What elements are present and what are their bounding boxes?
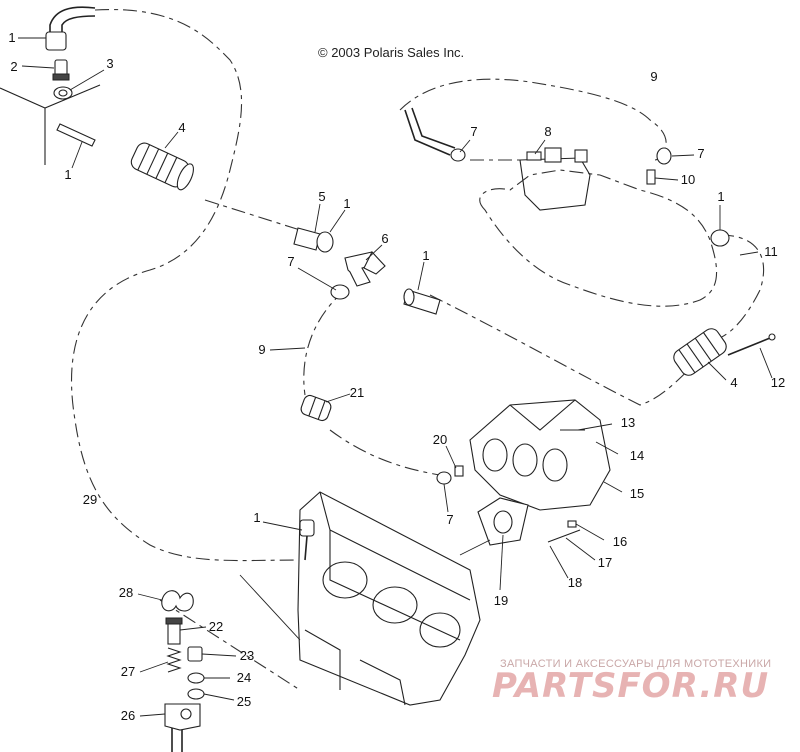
clamp-1-right [710, 229, 730, 247]
leader-lines [18, 37, 773, 717]
fitting-10 [646, 169, 656, 185]
callout-17: 17 [597, 555, 613, 570]
washer-24 [187, 672, 205, 684]
callout-27: 27 [120, 664, 136, 679]
hose-route-upper [204, 199, 301, 231]
engine-block [297, 491, 481, 706]
washer-3 [53, 86, 73, 100]
hose-5 [293, 227, 321, 251]
hose-route-9-left [303, 289, 346, 396]
washer-25 [187, 688, 205, 700]
hose-clamp-1-block [299, 519, 315, 537]
callout-1-a: 1 [8, 30, 16, 45]
callout-18: 18 [567, 575, 583, 590]
callout-10: 10 [680, 172, 696, 187]
exhaust-manifold-15 [469, 399, 611, 511]
callout-24: 24 [236, 670, 252, 685]
callout-1-b: 1 [64, 167, 72, 182]
callout-14: 14 [629, 448, 645, 463]
bellows-boot-4 [130, 142, 194, 191]
clamp-7-upper [450, 148, 466, 162]
callout-16: 16 [612, 534, 628, 549]
callout-15: 15 [629, 486, 645, 501]
gasket-19 [477, 497, 529, 546]
check-valve-22 [167, 621, 181, 645]
gasket-28 [161, 590, 194, 612]
callout-23: 23 [239, 648, 255, 663]
callout-5: 5 [318, 189, 326, 204]
callout-11: 11 [764, 244, 778, 259]
callout-26: 26 [120, 708, 136, 723]
callout-1-f: 1 [717, 189, 725, 204]
callout-7-b: 7 [446, 512, 454, 527]
fitting-2-nut [52, 73, 70, 81]
callout-1-c: 1 [343, 196, 351, 211]
oil-route-left [159, 599, 301, 691]
callout-4-b: 4 [730, 375, 738, 390]
callout-19: 19 [493, 593, 509, 608]
callout-12: 12 [770, 375, 786, 390]
manifold-outline [479, 169, 718, 307]
callout-4-a: 4 [178, 120, 186, 135]
hose-route-9-top [399, 78, 667, 161]
mounting-plate [0, 84, 101, 165]
callout-7-a: 7 [287, 254, 295, 269]
callout-6: 6 [381, 231, 389, 246]
callout-2: 2 [10, 59, 18, 74]
hose-route-lower [329, 429, 441, 476]
callout-1-e: 1 [253, 510, 261, 525]
callout-22: 22 [208, 619, 224, 634]
watermark-tagline: ЗАПЧАСТИ И АКСЕССУАРЫ ДЛЯ МОТОТЕХНИКИ [500, 658, 772, 670]
callout-7-c: 7 [470, 124, 478, 139]
spring-27 [166, 647, 182, 673]
washer-16 [567, 520, 577, 528]
callout-21: 21 [349, 385, 365, 400]
hose-clamp-1 [45, 31, 67, 51]
hose-route-11 [714, 234, 765, 341]
callout-29: 29 [82, 492, 98, 507]
clamp-7-mid [330, 284, 350, 300]
clamp-21 [300, 394, 332, 422]
clamp-7-lower [436, 471, 452, 485]
callout-25: 25 [236, 694, 252, 709]
hose-route-29 [71, 8, 301, 562]
clamp-1-mid [316, 231, 334, 253]
callout-28: 28 [118, 585, 134, 600]
callout-20: 20 [432, 432, 448, 447]
stud-18 [547, 529, 581, 543]
hose-upper-9 [404, 107, 456, 156]
callout-13: 13 [620, 415, 636, 430]
sensor-probe-12 [727, 337, 771, 356]
copyright-notice: © 2003 Polaris Sales Inc. [318, 45, 465, 60]
bellows-boot-4-right [673, 328, 727, 376]
clamp-7-right [656, 147, 672, 165]
callout-9-b: 9 [650, 69, 658, 84]
callout-7-d: 7 [697, 146, 705, 161]
callout-3: 3 [106, 56, 114, 71]
callout-8: 8 [544, 124, 552, 139]
watermark-logo: PARTSFOR.RU [492, 666, 770, 706]
hose-route-center [429, 294, 721, 406]
callout-1-d: 1 [422, 248, 430, 263]
fitting-8 [526, 151, 542, 161]
fitting-20 [454, 465, 464, 477]
manifold-flange [519, 157, 591, 211]
elbow-hose-1 [49, 6, 96, 40]
fitting-23 [187, 646, 203, 662]
tube-1-left [56, 123, 96, 147]
manifold-boss [544, 147, 562, 163]
callout-9-a: 9 [258, 342, 266, 357]
